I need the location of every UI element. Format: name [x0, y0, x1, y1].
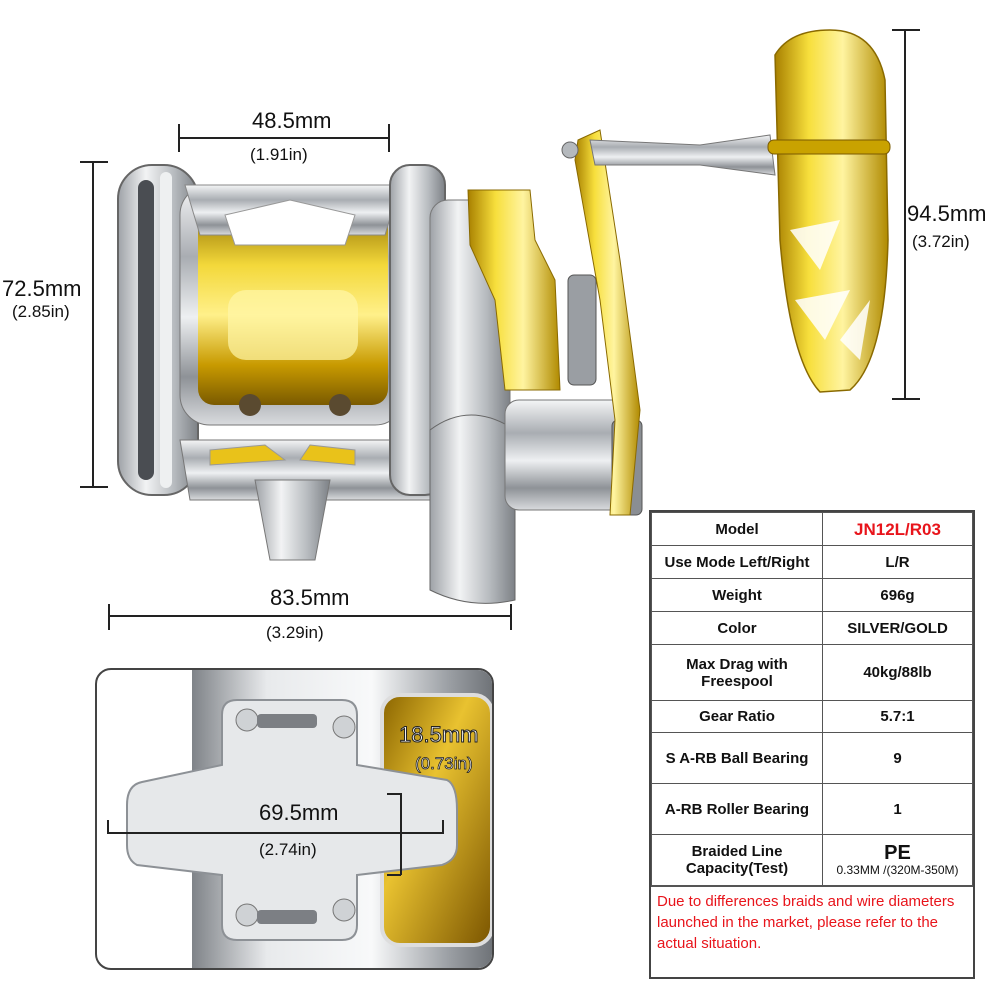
dimension-line-body-length — [108, 615, 512, 617]
dimension-tick — [107, 820, 109, 834]
spec-value: L/R — [822, 545, 973, 579]
handle-height-in: (3.72in) — [912, 232, 970, 251]
spec-value: 696g — [822, 578, 973, 612]
spec-table: Model JN12L/R03 Use Mode Left/Right L/R … — [649, 510, 975, 979]
dimension-tick — [108, 604, 110, 630]
line-type: PE — [884, 842, 911, 864]
spec-label: Weight — [651, 578, 823, 612]
spec-row-ball-bearing: S A-RB Ball Bearing 9 — [651, 732, 973, 784]
dimension-tick — [387, 793, 401, 795]
spool-width-in: (1.91in) — [250, 145, 308, 164]
spec-note: Due to differences braids and wire diame… — [651, 886, 973, 977]
spec-row-color: Color SILVER/GOLD — [651, 611, 973, 645]
foot-width-in: (0.73in) — [415, 754, 473, 774]
spec-label: S A-RB Ball Bearing — [651, 732, 823, 784]
spec-label: Model — [651, 512, 823, 546]
spec-value: SILVER/GOLD — [822, 611, 973, 645]
spec-label: Gear Ratio — [651, 700, 823, 733]
dimension-tick — [388, 124, 390, 152]
spec-label: Braided Line Capacity(Test) — [651, 834, 823, 886]
body-height-in: (2.85in) — [12, 302, 70, 322]
dimension-line-foot-length — [107, 832, 443, 834]
spec-label: A-RB Roller Bearing — [651, 783, 823, 835]
spec-value: 5.7:1 — [822, 700, 973, 733]
reel-foot-image — [126, 670, 492, 968]
dimension-tick — [80, 161, 108, 163]
spec-row-model: Model JN12L/R03 — [651, 512, 973, 546]
spec-value: 1 — [822, 783, 973, 835]
body-height-mm: 72.5mm — [2, 276, 82, 302]
handle-height-mm: 94.5mm — [907, 201, 987, 226]
spec-row-weight: Weight 696g — [651, 578, 973, 612]
spec-label: Color — [651, 611, 823, 645]
body-length-mm: 83.5mm — [270, 585, 350, 610]
fishing-reel-image — [117, 29, 891, 604]
foot-length-mm: 69.5mm — [259, 800, 339, 825]
line-capacity: 0.33MM /(320M-350M) — [836, 863, 959, 877]
spec-label: Max Drag with Freespool — [651, 644, 823, 701]
spool-width-mm: 48.5mm — [252, 108, 332, 133]
dimension-tick — [510, 604, 512, 630]
spec-row-use-mode: Use Mode Left/Right L/R — [651, 545, 973, 579]
spec-value-model: JN12L/R03 — [822, 512, 973, 546]
spec-row-gear-ratio: Gear Ratio 5.7:1 — [651, 700, 973, 733]
dimension-line-spool-width — [178, 137, 390, 139]
dimension-tick — [178, 124, 180, 152]
spec-label: Use Mode Left/Right — [651, 545, 823, 579]
dimension-tick — [80, 486, 108, 488]
reel-foot-detail-panel: 69.5mm (2.74in) 18.5mm (0.73in) — [95, 668, 494, 970]
body-length-in: (3.29in) — [266, 623, 324, 642]
spec-value-line-capacity: PE 0.33MM /(320M-350M) — [822, 834, 973, 886]
dimension-line-body-height — [92, 161, 94, 487]
dimension-line-foot-width — [400, 793, 402, 875]
dimension-tick — [387, 874, 401, 876]
dimension-tick — [892, 398, 920, 400]
spec-row-roller-bearing: A-RB Roller Bearing 1 — [651, 783, 973, 835]
spec-row-line-capacity: Braided Line Capacity(Test) PE 0.33MM /(… — [651, 834, 973, 886]
spec-value: 40kg/88lb — [822, 644, 973, 701]
dimension-tick — [892, 29, 920, 31]
foot-width-mm: 18.5mm — [398, 722, 479, 748]
foot-length-in: (2.74in) — [259, 840, 317, 859]
spec-value: 9 — [822, 732, 973, 784]
spec-row-max-drag: Max Drag with Freespool 40kg/88lb — [651, 644, 973, 701]
dimension-tick — [442, 820, 444, 834]
dimension-line-handle-height — [904, 29, 906, 399]
